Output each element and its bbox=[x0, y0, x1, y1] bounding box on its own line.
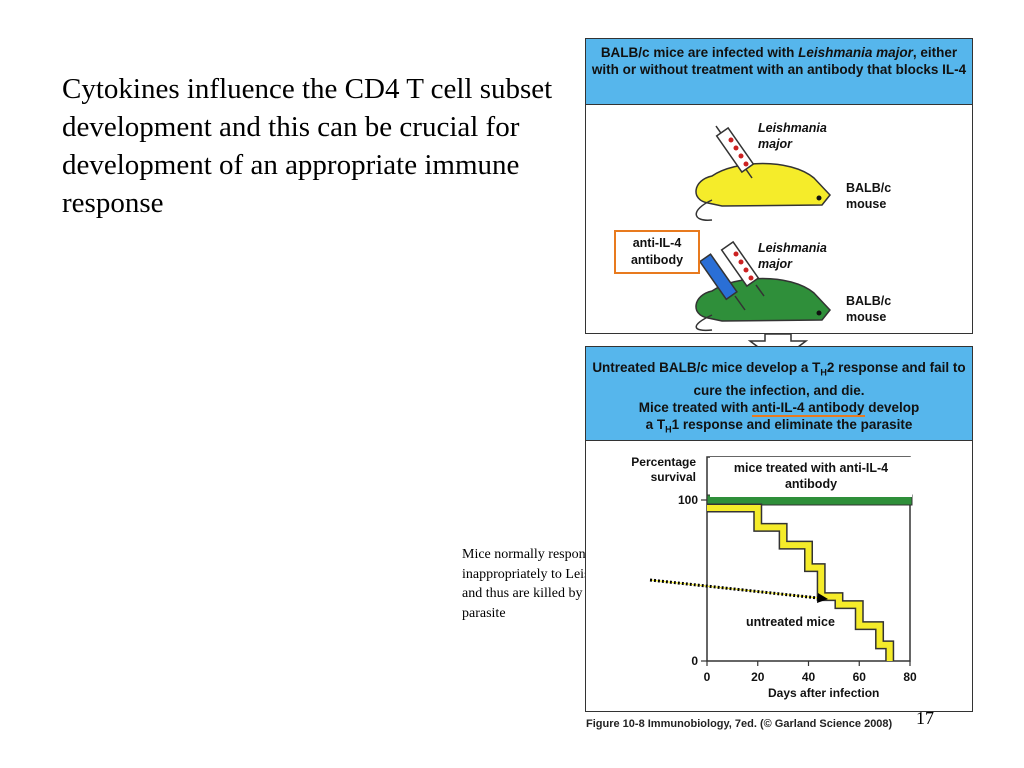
bottom-panel-header: Untreated BALB/c mice develop a TH2 resp… bbox=[586, 347, 972, 441]
syringe-icon bbox=[720, 240, 765, 297]
y-tick-label: 0 bbox=[691, 654, 698, 668]
y-tick-label: 100 bbox=[678, 493, 698, 507]
slide-body-text: Cytokines influence the CD4 T cell subse… bbox=[62, 73, 553, 219]
figure-bottom-panel: Untreated BALB/c mice develop a TH2 resp… bbox=[585, 346, 973, 712]
x-tick-label: 80 bbox=[903, 670, 917, 684]
slide-number: 17 bbox=[916, 708, 934, 728]
x-tick-label: 40 bbox=[802, 670, 816, 684]
anti-il4-box: anti-IL-4 antibody bbox=[614, 230, 700, 274]
top-panel-header: BALB/c mice are infected with Leishmania… bbox=[586, 39, 972, 105]
x-axis-label: Days after infection bbox=[768, 686, 880, 700]
x-tick-label: 0 bbox=[704, 670, 711, 684]
leishmania-label: Leishmania major bbox=[758, 241, 827, 271]
y-axis-label: Percentage survival bbox=[631, 455, 696, 484]
x-tick-label: 60 bbox=[853, 670, 867, 684]
mouse-label: BALB/c mouse bbox=[846, 294, 892, 324]
x-tick-label: 20 bbox=[751, 670, 765, 684]
treated-series-label: mice treated with anti-IL-4 antibody bbox=[710, 457, 912, 497]
mouse-label: BALB/c mouse bbox=[846, 181, 892, 211]
untreated-series-label: untreated mice bbox=[744, 614, 837, 630]
side-note: Mice normally respond inappropriately to… bbox=[462, 547, 631, 621]
leishmania-label: Leishmania major bbox=[758, 121, 827, 151]
yellow-mouse-icon bbox=[695, 162, 831, 221]
figure-caption: Figure 10-8 Immunobiology, 7ed. (© Garla… bbox=[586, 718, 893, 730]
antibody-syringe-icon bbox=[698, 253, 746, 311]
syringe-icon bbox=[715, 125, 755, 179]
